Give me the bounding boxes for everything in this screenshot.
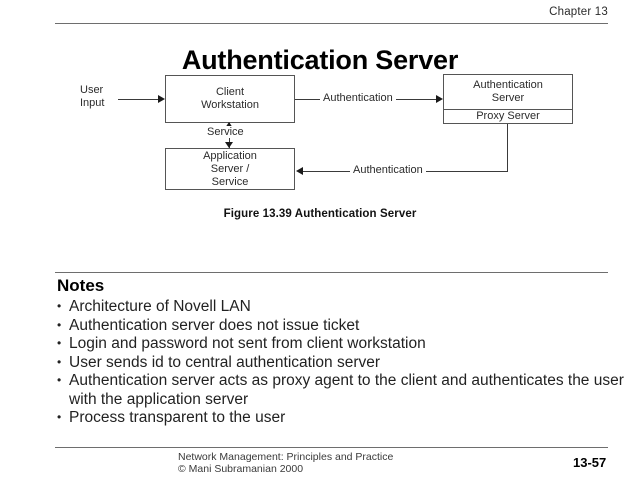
authentication-server-cell: Authentication Server <box>444 75 572 109</box>
application-server-line-1: Application <box>203 149 257 162</box>
user-input-label: User Input <box>80 84 104 110</box>
header-divider <box>55 23 608 24</box>
footer-credit: Network Management: Principles and Pract… <box>178 451 393 475</box>
client-workstation-line-1: Client <box>215 86 245 98</box>
top-authentication-arrowhead-icon <box>436 95 443 103</box>
page-title: Authentication Server <box>181 45 459 76</box>
list-item: User sends id to central authentication … <box>57 353 627 373</box>
list-item: Authentication server acts as proxy agen… <box>57 371 627 409</box>
service-label: Service <box>204 126 247 138</box>
top-authentication-label: Authentication <box>320 92 396 104</box>
list-item: Architecture of Novell LAN <box>57 297 627 317</box>
user-input-line-1: User <box>80 84 104 96</box>
figure-caption: Figure 13.39 Authentication Server <box>223 208 417 220</box>
notes-divider <box>55 272 608 273</box>
chapter-label: Chapter 13 <box>549 6 608 18</box>
bottom-authentication-vertical-line <box>507 124 508 172</box>
box-authentication-server: Authentication Server Proxy Server <box>443 74 573 124</box>
authentication-server-line-2: Server <box>491 92 525 104</box>
proxy-server-cell: Proxy Server <box>444 109 572 123</box>
list-item: Process transparent to the user <box>57 408 627 428</box>
service-arrowhead-up-icon <box>225 122 233 128</box>
footer-credit-line-2: © Mani Subramanian 2000 <box>178 463 304 475</box>
diagram-authentication-server: User Input Client Workstation Applicatio… <box>0 60 640 220</box>
bottom-authentication-arrowhead-icon <box>296 167 303 175</box>
application-server-line-3: Service <box>211 175 249 188</box>
footer-page-number: 13-57 <box>573 455 607 470</box>
service-arrowhead-down-icon <box>225 142 233 148</box>
application-server-line-2: Server / <box>210 162 250 175</box>
notes-heading: Notes <box>57 276 105 295</box>
user-input-arrowhead-icon <box>158 95 165 103</box>
box-client-workstation: Client Workstation <box>165 75 295 123</box>
box-application-server: Application Server / Service <box>165 148 295 190</box>
notes-list: Architecture of Novell LAN Authenticatio… <box>57 297 627 428</box>
footer-divider <box>55 447 608 448</box>
client-workstation-line-2: Workstation <box>201 99 259 111</box>
authentication-server-line-1: Authentication <box>473 79 543 91</box>
list-item: Login and password not sent from client … <box>57 334 627 354</box>
proxy-server-label: Proxy Server <box>476 110 540 122</box>
user-input-connector-line <box>118 99 158 100</box>
bottom-authentication-label: Authentication <box>350 164 426 176</box>
list-item: Authentication server does not issue tic… <box>57 316 627 336</box>
footer-credit-line-1: Network Management: Principles and Pract… <box>178 451 394 463</box>
user-input-line-2: Input <box>80 97 105 109</box>
